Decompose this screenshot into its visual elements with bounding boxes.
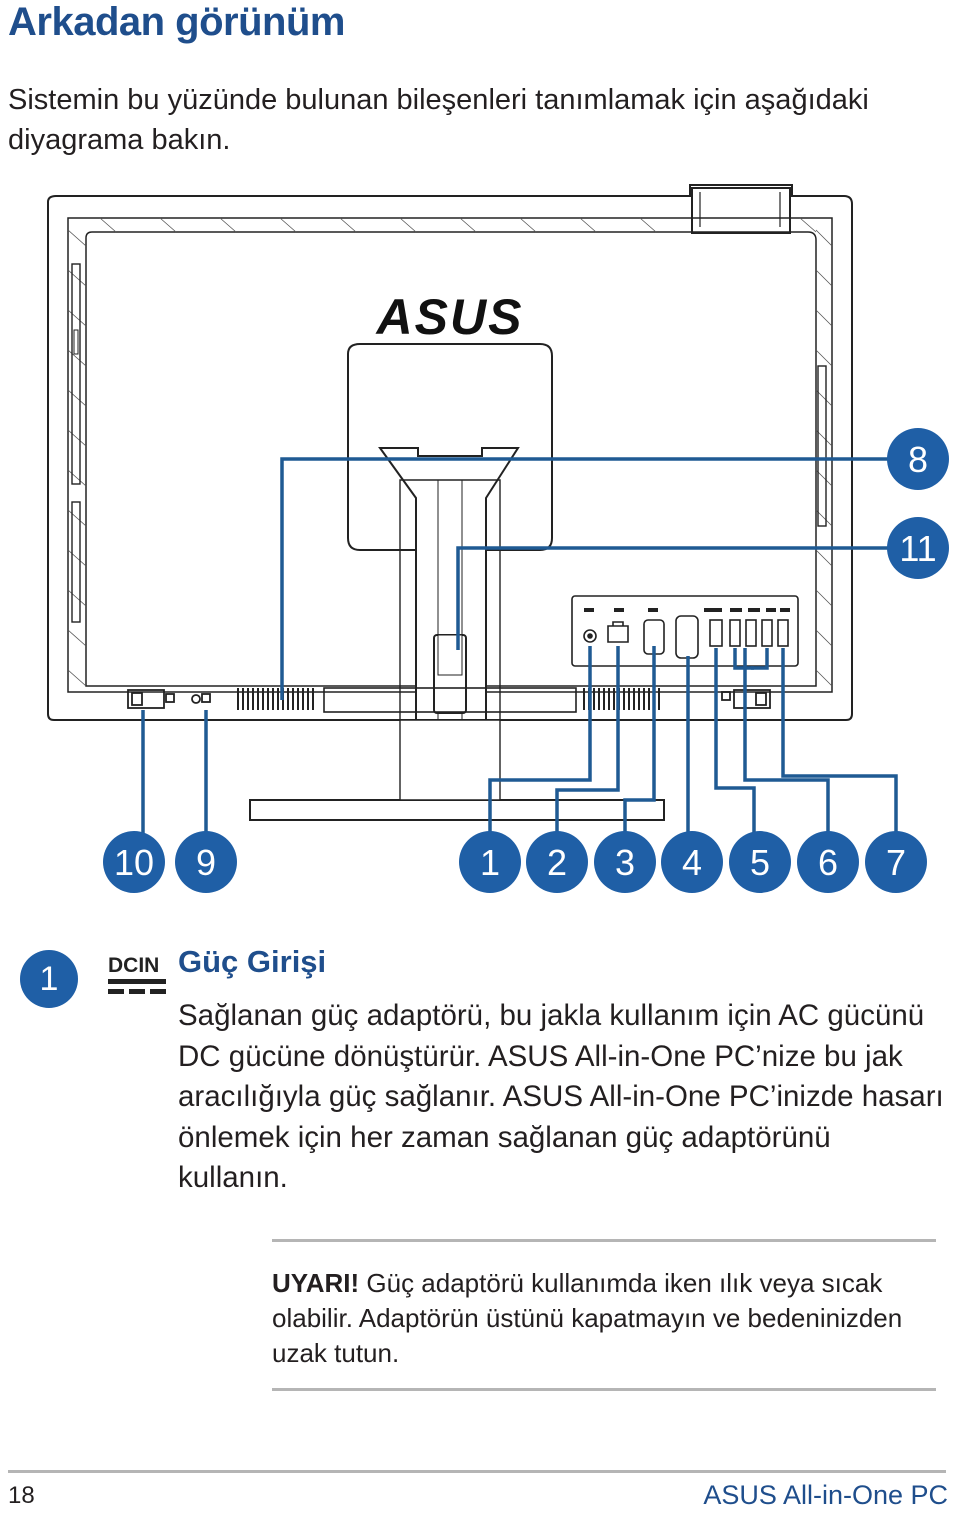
usb3-port-2 [745,619,757,647]
footer-product-name: ASUS All-in-One PC [703,1480,948,1510]
callout-10: 10 [103,831,165,893]
item-number-badge: 1 [20,950,78,1008]
intro-text: Sistemin bu yüzünde bulunan bileşenleri … [8,84,869,156]
kensington-lock-left [127,689,211,709]
warning-text: Güç adaptörü kullanımda iken ılık veya s… [272,1268,903,1368]
warning-note: UYARI! Güç adaptörü kullanımda iken ılık… [272,1266,942,1371]
svg-text:7: 7 [886,842,906,883]
item-description: Sağlanan güç adaptörü, bu jakla kullanım… [178,999,944,1194]
stand [249,343,665,821]
callout-6: 6 [797,831,859,893]
kensington-lock-right [721,689,771,709]
callout-lines [141,457,898,840]
svg-text:3: 3 [615,842,635,883]
callout-7: 7 [865,831,927,893]
callout-1: 1 [459,831,521,893]
dcin-icon: DCIN [108,954,166,994]
callout-9: 9 [175,831,237,893]
warning-label: UYARI! [272,1268,360,1298]
callout-5: 5 [729,831,791,893]
footer-rule [8,1470,946,1473]
page-number: 18 [8,1482,35,1509]
usb2-port-1 [761,619,773,647]
svg-text:2: 2 [547,842,567,883]
warning-top-rule [272,1239,936,1242]
svg-text:8: 8 [908,439,928,480]
callout-2: 2 [526,831,588,893]
svg-text:10: 10 [114,842,154,883]
svg-text:5: 5 [750,842,770,883]
hdmi-port [709,619,723,647]
svg-text:1: 1 [480,842,500,883]
callout-11: 11 [887,517,949,579]
vent-left [237,688,314,710]
callout-3: 3 [594,831,656,893]
lan-port [607,621,629,643]
warning-bottom-rule [272,1388,936,1391]
svg-text:6: 6 [818,842,838,883]
callout-8: 8 [887,428,949,490]
speaker-slot-left [323,687,577,713]
vga-port [675,615,699,659]
asus-logo: ASUS [375,289,524,345]
page-title: Arkadan görünüm [8,0,345,44]
svg-text:4: 4 [682,842,702,883]
io-panel [571,595,799,667]
usb2-port-2 [777,619,789,647]
usb3-port-1 [729,619,741,647]
svg-text:11: 11 [899,528,936,569]
svg-text:9: 9 [196,842,216,883]
callout-4: 4 [661,831,723,893]
item-title: Güç Girişi [178,944,327,979]
rear-view-diagram: ASUS [47,184,949,893]
svg-text:DCIN: DCIN [108,954,159,977]
